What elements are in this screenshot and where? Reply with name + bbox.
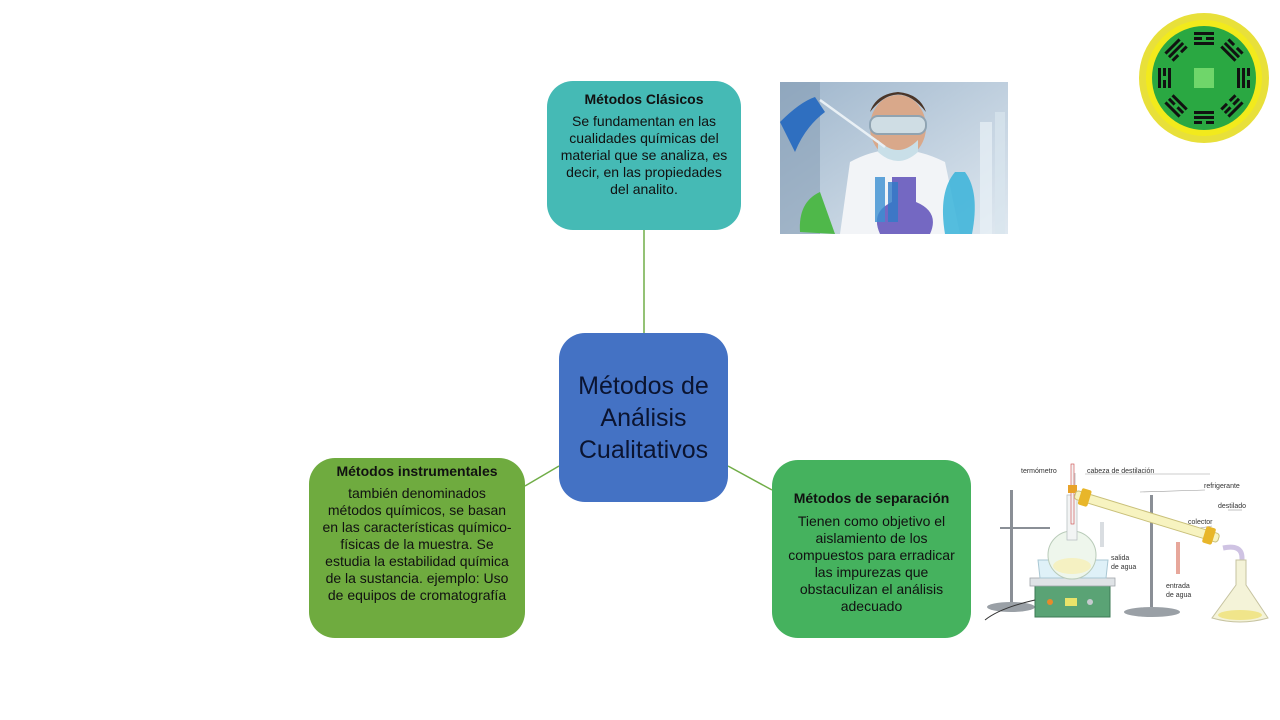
node-title: Métodos de separación xyxy=(793,490,950,506)
central-node: Métodos de Análisis Cualitativos xyxy=(559,333,728,502)
node-description: Se fundamentan en las cualidades química… xyxy=(560,113,728,197)
node-metodos-clasicos: Métodos Clásicos Se fundamentan en las c… xyxy=(547,81,741,230)
label-cabeza-destilacion: cabeza de destilación xyxy=(1087,468,1154,475)
bagua-logo-icon xyxy=(1139,13,1269,143)
node-metodos-separacion: Métodos de separación Tienen como objeti… xyxy=(772,460,971,638)
node-title: Métodos instrumentales xyxy=(336,463,498,479)
label-entrada-1: entrada xyxy=(1166,583,1190,590)
label-entrada-2: de agua xyxy=(1166,592,1191,599)
label-destilado: destilado xyxy=(1218,503,1246,510)
label-salida-1: salida xyxy=(1111,555,1129,562)
label-termometro: termómetro xyxy=(1021,468,1057,475)
node-metodos-instrumentales: Métodos instrumentales también denominad… xyxy=(309,458,525,638)
node-title: Métodos Clásicos xyxy=(584,91,704,107)
connector-left xyxy=(524,465,560,487)
connector-right xyxy=(727,465,773,491)
label-salida-2: de agua xyxy=(1111,564,1136,571)
node-description: también denominados métodos químicos, se… xyxy=(322,485,512,603)
distillation-apparatus-diagram: termómetro cabeza de destilación refrige… xyxy=(984,463,1269,623)
node-description: Tienen como objetivo el aislamiento de l… xyxy=(788,513,955,614)
central-node-label: Métodos de Análisis Cualitativos xyxy=(578,371,709,464)
label-refrigerante: refrigerante xyxy=(1204,483,1240,490)
scientist-lab-photo xyxy=(780,82,1008,234)
label-colector: colector xyxy=(1188,519,1213,526)
